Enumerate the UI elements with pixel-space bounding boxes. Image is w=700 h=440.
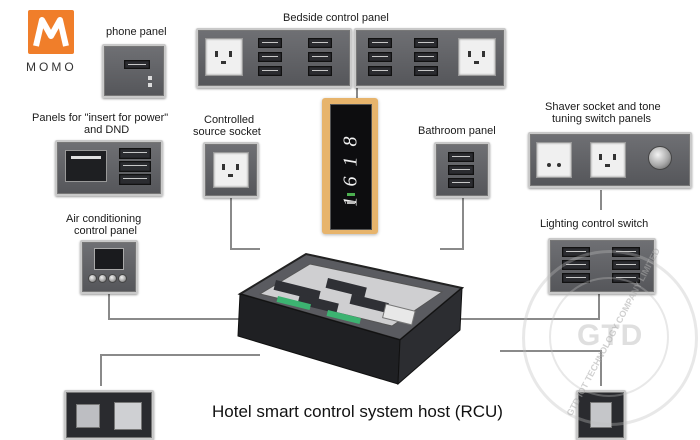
phone-indicator-icon: [148, 76, 152, 80]
bedside-button: [258, 38, 282, 48]
card-slot: [65, 150, 107, 182]
connector-line: [108, 318, 240, 320]
bathroom-button: [448, 152, 474, 162]
connector-line: [440, 248, 464, 250]
door-number-plate: 1618: [322, 98, 378, 234]
aircon-label-line2: control panel: [74, 225, 137, 237]
mini-keypad: [114, 402, 142, 430]
insert-power-label-line1: Panels for "insert for power": [32, 112, 169, 124]
controlled-socket-label-line1: Controlled: [204, 114, 255, 126]
bedside-button: [414, 52, 438, 62]
bathroom-panel: [434, 142, 490, 198]
socket-icon: [205, 38, 243, 76]
controlled-socket-panel: [203, 142, 259, 198]
bedside-button: [368, 66, 392, 76]
rcu-host-box: [236, 248, 465, 388]
insert-power-label-line2: and DND: [84, 124, 130, 136]
brand-name: MOMO: [26, 60, 77, 74]
bedside-panel-right: [354, 28, 506, 88]
tone-dial-icon: [648, 146, 672, 170]
bedside-button: [258, 52, 282, 62]
aircon-button-icon: [118, 274, 127, 283]
dnd-indicator-icon: [347, 201, 355, 204]
rcu-caption: Hotel smart control system host (RCU): [212, 402, 503, 421]
doorbell-indicator-icon: [347, 193, 355, 196]
phone-indicator-icon: [148, 83, 152, 87]
dnd-button: [119, 174, 151, 185]
aircon-panel: [80, 240, 138, 294]
connector-line: [100, 354, 260, 356]
bedside-button: [414, 66, 438, 76]
aircon-button-icon: [98, 274, 107, 283]
bedside-button: [414, 38, 438, 48]
bedside-button: [308, 38, 332, 48]
phone-panel: [102, 44, 166, 98]
socket-icon: [590, 142, 626, 178]
aircon-label-line1: Air conditioning: [66, 213, 142, 225]
connector-line: [356, 88, 358, 98]
connector-line: [462, 196, 464, 250]
shaver-socket-panel: [528, 132, 692, 188]
shaver-label-line1: Shaver socket and tone: [545, 101, 661, 113]
socket-icon: [213, 152, 249, 188]
connector-line: [600, 190, 602, 210]
controlled-socket-label-line2: source socket: [193, 126, 261, 138]
connector-line: [230, 198, 232, 248]
socket-icon: [458, 38, 496, 76]
dnd-button: [119, 148, 151, 159]
bathroom-panel-label: Bathroom panel: [418, 125, 496, 137]
connector-line: [108, 280, 110, 318]
logo-m-mark-icon: [33, 17, 69, 47]
bathroom-button: [448, 178, 474, 188]
connector-line: [230, 248, 260, 250]
bedside-button: [258, 66, 282, 76]
shaver-label-line2: tuning switch panels: [552, 113, 652, 125]
aircon-button-icon: [108, 274, 117, 283]
bathroom-button: [448, 165, 474, 175]
momo-logo-icon: [28, 10, 74, 54]
bedside-panel-label: Bedside control panel: [283, 12, 389, 24]
watermark-logo-text: GTD: [577, 319, 644, 352]
bedside-panel-left: [196, 28, 352, 88]
bedside-button: [368, 52, 392, 62]
lighting-label: Lighting control switch: [540, 218, 649, 230]
mini-switch: [76, 404, 100, 428]
insert-power-panel: [55, 140, 163, 196]
aircon-button-icon: [88, 274, 97, 283]
connector-line: [100, 354, 102, 386]
phone-button: [124, 60, 150, 69]
aircon-display: [94, 248, 124, 270]
dnd-button: [119, 161, 151, 172]
bedside-button: [308, 52, 332, 62]
phone-panel-label: phone panel: [106, 26, 167, 38]
bedside-button: [368, 38, 392, 48]
bedside-button: [308, 66, 332, 76]
rcu-box-icon: [237, 252, 465, 386]
shaver-socket-icon: [536, 142, 572, 178]
company-watermark-seal: GTD GTD IOT TECHNOLOGY COMPANY LIMITED: [522, 246, 698, 426]
bottom-panel-left: [64, 390, 154, 440]
